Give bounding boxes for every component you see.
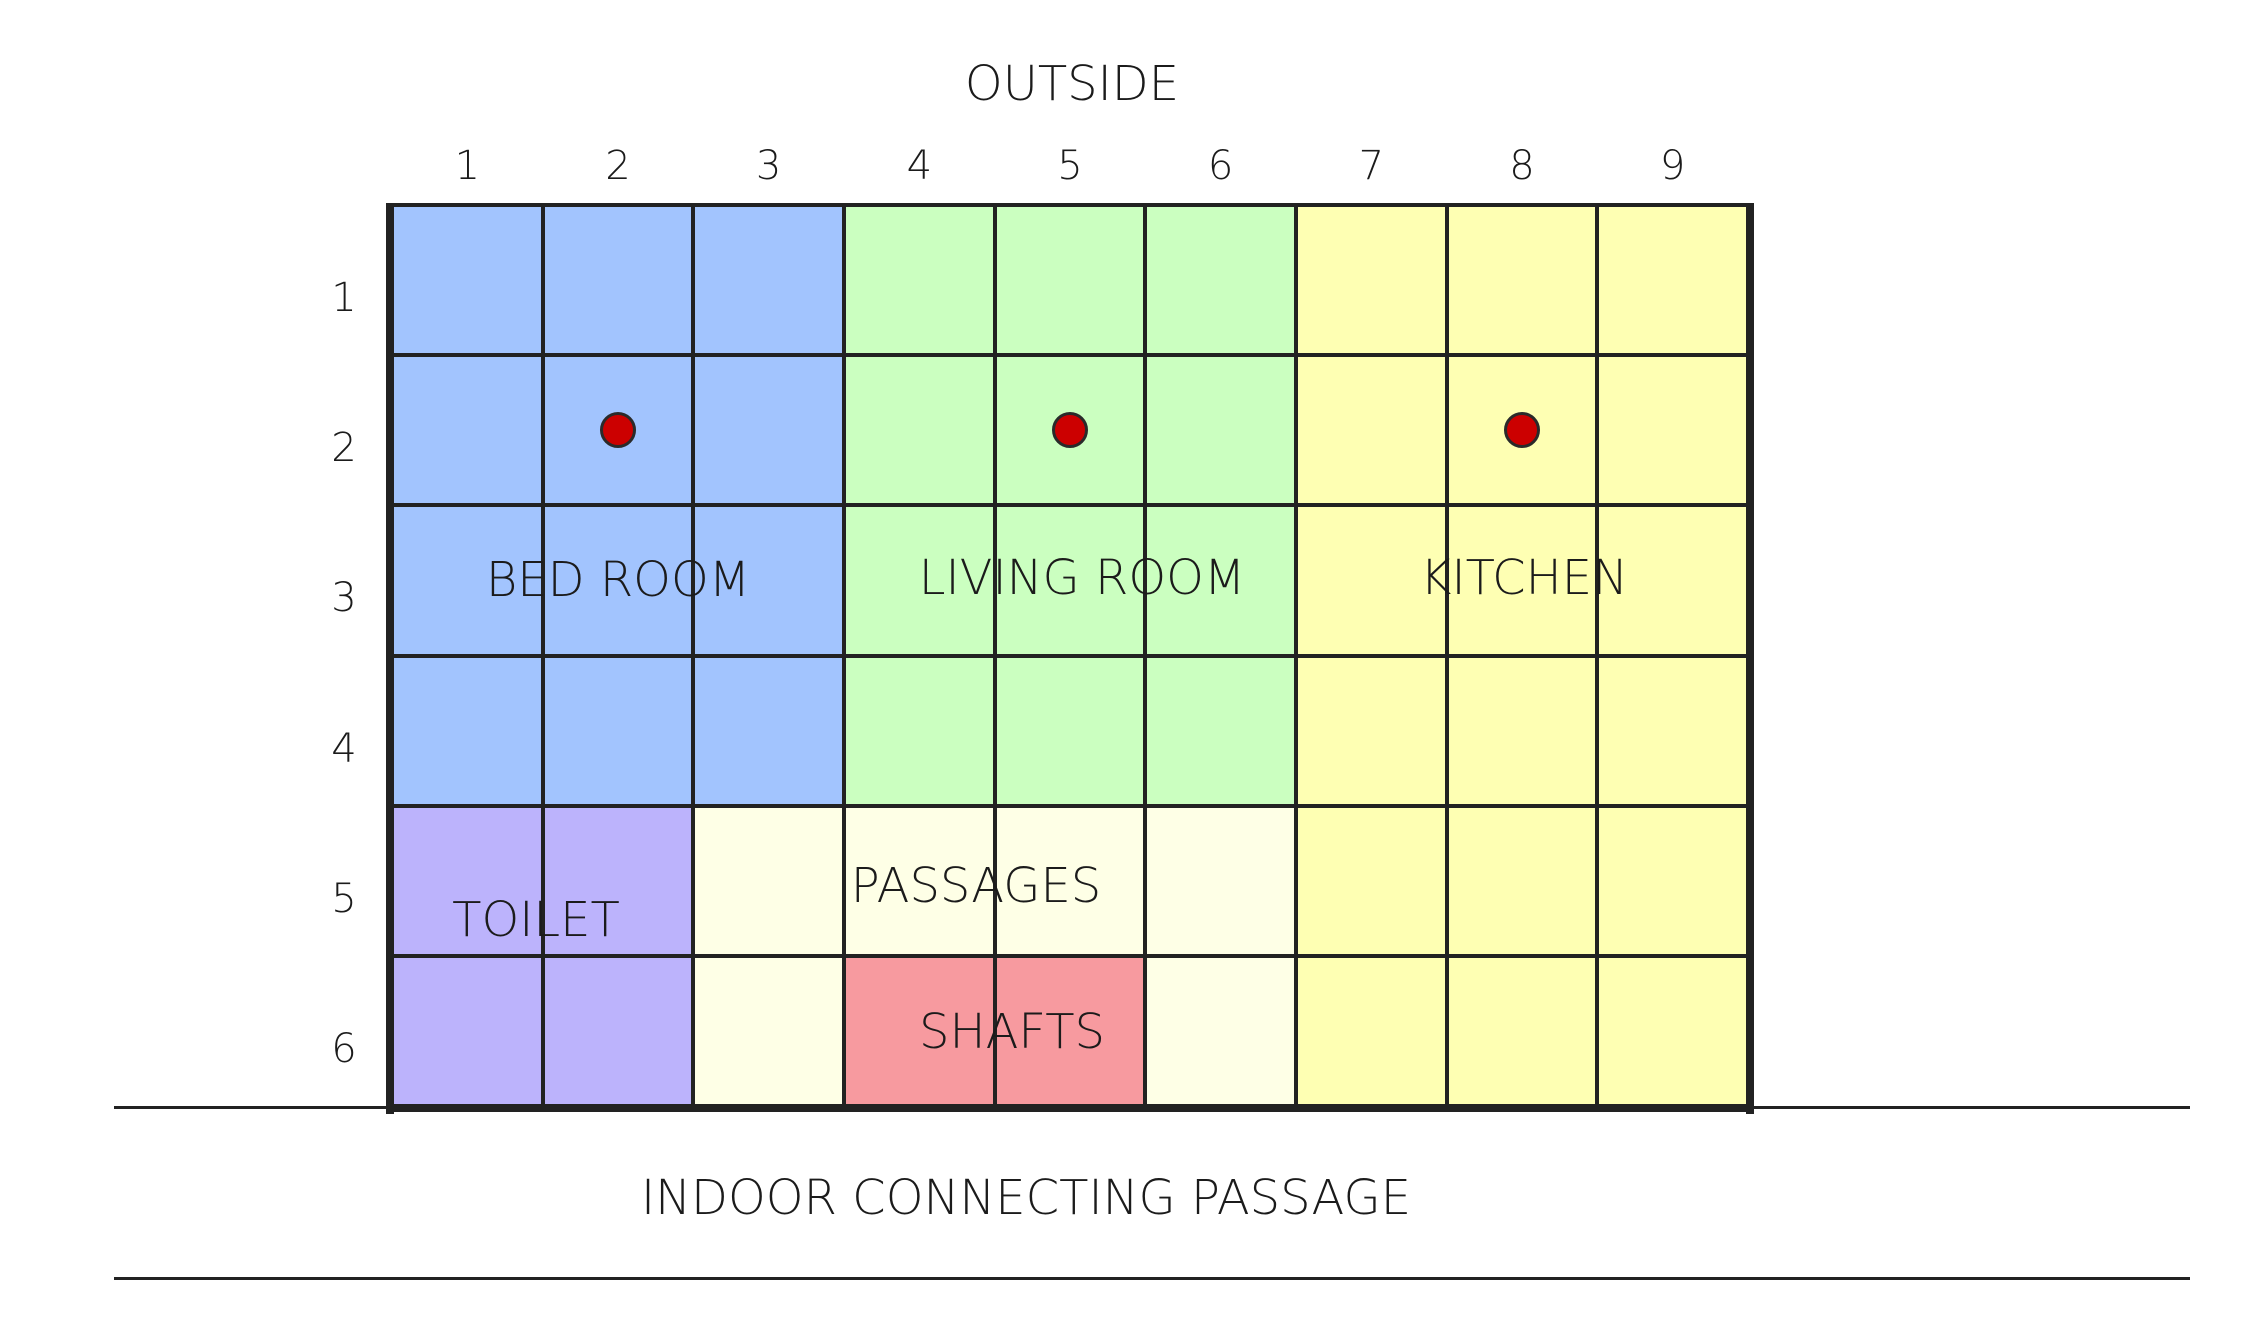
row-number: 5 — [331, 875, 357, 922]
grid-cell-passage — [693, 805, 845, 957]
room-label-passages: PASSAGES — [850, 858, 1102, 914]
grid-cell-toilet — [542, 955, 694, 1107]
grid-cell-bedroom — [392, 655, 544, 807]
grid-cell-living — [1145, 655, 1297, 807]
outside-label: OUTSIDE — [964, 56, 1180, 112]
grid-cell-toilet — [542, 805, 694, 957]
grid-cell-kitchen — [1446, 205, 1598, 356]
grid-cell-kitchen — [1446, 655, 1598, 807]
room-label-kitchen: KITCHEN — [1420, 550, 1628, 606]
grid-cell-bedroom — [392, 355, 544, 506]
grid-cell-shafts — [844, 955, 996, 1107]
grid-line-horizontal — [392, 503, 1748, 508]
grid-cell-kitchen — [1296, 355, 1448, 506]
grid-cell-living — [994, 505, 1146, 656]
grid-cell-shafts — [994, 955, 1146, 1107]
indoor-passage-label: INDOOR CONNECTING PASSAGE — [640, 1170, 1412, 1226]
grid-cell-kitchen — [1597, 955, 1749, 1107]
grid-cell-bedroom — [693, 355, 845, 506]
grid-cell-living — [844, 655, 996, 807]
passage-top-rule — [114, 1106, 2190, 1109]
grid-line-horizontal — [392, 803, 1748, 808]
grid-cell-kitchen — [1296, 205, 1448, 356]
grid-cell-kitchen — [1296, 505, 1448, 656]
grid-cell-passage — [1145, 955, 1297, 1107]
grid-cell-living — [1145, 355, 1297, 506]
floor-plan-grid — [386, 203, 1754, 1114]
grid-cell-kitchen — [1597, 355, 1749, 506]
grid-cell-passage — [693, 955, 845, 1107]
grid-cell-kitchen — [1597, 805, 1749, 957]
grid-cell-toilet — [392, 805, 544, 957]
column-number: 6 — [1207, 143, 1234, 189]
grid-cell-kitchen — [1446, 955, 1598, 1107]
grid-cell-kitchen — [1597, 205, 1749, 356]
grid-cell-passage — [844, 805, 996, 957]
column-number: 8 — [1509, 143, 1535, 189]
grid-cell-living — [844, 355, 996, 506]
marker-dot-kitchen — [1504, 412, 1540, 449]
frame-left — [386, 203, 394, 1114]
grid-cell-kitchen — [1296, 955, 1448, 1107]
grid-cell-bedroom — [693, 655, 845, 807]
grid-line-horizontal — [392, 653, 1748, 658]
grid-cell-bedroom — [542, 505, 694, 656]
grid-cell-bedroom — [542, 655, 694, 807]
grid-cell-living — [994, 205, 1146, 356]
column-number: 2 — [605, 143, 631, 189]
row-number: 3 — [331, 575, 357, 622]
frame-right — [1746, 203, 1754, 1114]
row-number: 2 — [331, 425, 357, 472]
grid-cell-living — [1145, 205, 1297, 356]
grid-cell-kitchen — [1296, 805, 1448, 957]
row-number: 1 — [331, 275, 357, 322]
room-label-living-room: LIVING ROOM — [918, 550, 1246, 606]
row-number: 6 — [331, 1025, 357, 1072]
column-number: 4 — [906, 143, 933, 189]
room-label-toilet: TOILET — [452, 892, 620, 948]
grid-cell-bedroom — [693, 505, 845, 656]
grid-cell-toilet — [392, 955, 544, 1107]
passage-bottom-rule — [114, 1277, 2190, 1280]
grid-line-horizontal — [392, 953, 1748, 958]
marker-dot-bedroom — [600, 412, 636, 449]
grid-cell-passage — [1145, 805, 1297, 957]
frame-top — [386, 203, 1754, 207]
grid-cell-kitchen — [1296, 655, 1448, 807]
grid-cell-bedroom — [542, 205, 694, 356]
grid-cell-living — [1145, 505, 1297, 656]
marker-dot-living — [1052, 412, 1088, 449]
grid-cell-living — [994, 655, 1146, 807]
grid-cell-kitchen — [1597, 505, 1749, 656]
row-number: 4 — [331, 725, 357, 772]
grid-line-horizontal — [392, 353, 1748, 358]
grid-cell-living — [844, 505, 996, 656]
grid-cell-bedroom — [693, 205, 845, 356]
column-number: 3 — [755, 143, 782, 189]
grid-cell-passage — [994, 805, 1146, 957]
grid-cell-bedroom — [392, 505, 544, 656]
column-number: 5 — [1057, 143, 1083, 189]
grid-cell-bedroom — [392, 205, 544, 356]
grid-cell-kitchen — [1446, 505, 1598, 656]
column-number: 1 — [454, 143, 481, 189]
grid-cell-kitchen — [1446, 805, 1598, 957]
column-number: 7 — [1358, 143, 1385, 189]
room-label-bedroom: BED ROOM — [485, 552, 751, 608]
room-label-shafts: SHAFTS — [919, 1004, 1105, 1060]
grid-cell-kitchen — [1597, 655, 1749, 807]
grid-cell-living — [844, 205, 996, 356]
column-number: 9 — [1659, 143, 1686, 189]
